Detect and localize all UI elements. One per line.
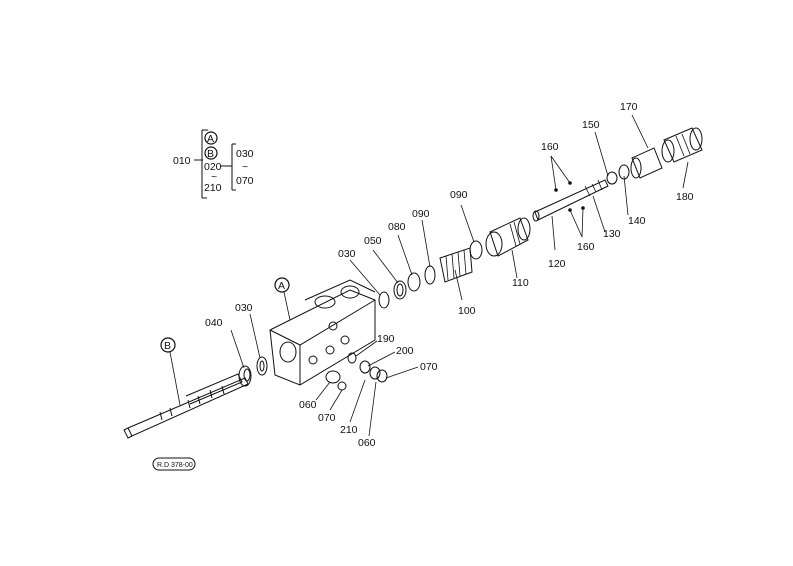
rings-left <box>238 356 268 387</box>
callout-200: 200 <box>396 345 414 357</box>
callout-ref-a: A <box>278 280 285 292</box>
spool-shaft <box>123 373 249 439</box>
spring-cap <box>485 217 531 257</box>
key-circle-a: A <box>207 133 214 145</box>
key-sub-range-end: 070 <box>236 175 254 187</box>
callout-030-mid: 030 <box>338 248 356 260</box>
drawing-stamp: R.D 378-00 <box>152 457 196 471</box>
callout-090-top: 090 <box>450 189 468 201</box>
callout-ref-b: B <box>164 340 171 352</box>
key-tilde-2: ~ <box>242 161 248 173</box>
check-valve-parts <box>325 352 388 391</box>
callout-060-bottom: 060 <box>358 437 376 449</box>
seal-rings-upper <box>378 240 483 309</box>
callout-180: 180 <box>676 191 694 203</box>
callout-160-top: 160 <box>541 141 559 153</box>
callout-210: 210 <box>340 424 358 436</box>
callout-080: 080 <box>388 221 406 233</box>
key-range-end: 210 <box>204 182 222 194</box>
callout-030-left: 030 <box>235 302 253 314</box>
callout-120: 120 <box>548 258 566 270</box>
callout-170: 170 <box>620 101 638 113</box>
key-circle-b: B <box>207 148 214 160</box>
callout-090-mid: 090 <box>412 208 430 220</box>
key-tilde-1: ~ <box>211 171 217 183</box>
leader-lines <box>169 114 689 437</box>
callout-190: 190 <box>377 333 395 345</box>
assembly-key: A B 010 020 ~ 210 030 ~ 070 <box>173 129 254 199</box>
key-range-start: 020 <box>204 161 222 173</box>
callout-140: 140 <box>628 215 646 227</box>
callout-150: 150 <box>582 119 600 131</box>
callout-070-left: 070 <box>318 412 336 424</box>
key-sub-range-start: 030 <box>236 148 254 160</box>
callout-160-bottom: 160 <box>577 241 595 253</box>
callout-050: 050 <box>364 235 382 247</box>
callout-070-right: 070 <box>420 361 438 373</box>
callout-130: 130 <box>603 228 621 240</box>
callout-040: 040 <box>205 317 223 329</box>
key-assembly-number: 010 <box>173 155 191 167</box>
callout-110: 110 <box>512 277 529 289</box>
valve-body <box>269 279 376 386</box>
callout-100: 100 <box>458 305 476 317</box>
callout-labels: B A 040 030 030 050 080 090 090 100 110 … <box>160 101 694 449</box>
pilot-rod <box>532 164 630 222</box>
end-cap-assembly <box>630 127 703 179</box>
callout-060-left: 060 <box>299 399 317 411</box>
drawing-number: R.D 378-00 <box>157 462 193 469</box>
